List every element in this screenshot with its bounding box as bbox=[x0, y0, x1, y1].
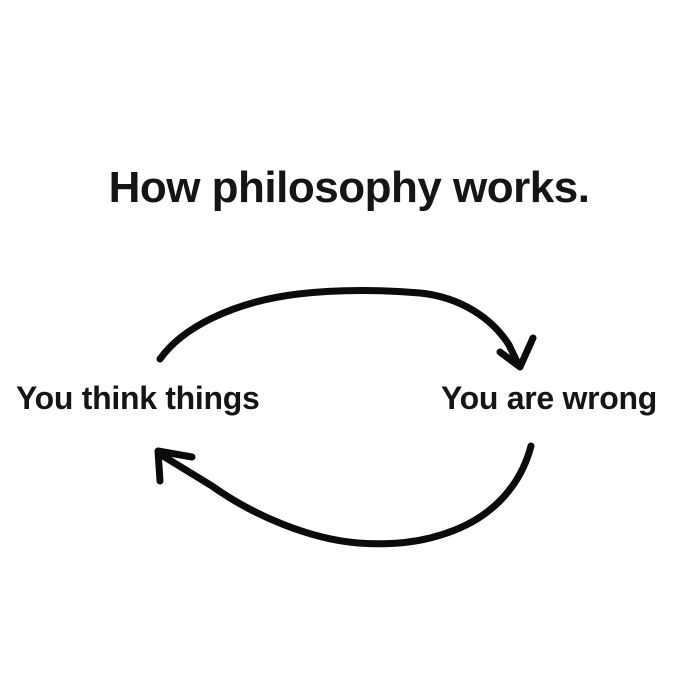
top-arrow bbox=[156, 287, 537, 371]
top-arrow-curve bbox=[156, 287, 523, 370]
bottom-arrow-head bbox=[154, 447, 196, 485]
page-title: How philosophy works. bbox=[108, 163, 590, 212]
cycle-node-label-wrong: You are wrong bbox=[441, 380, 657, 416]
bottom-arrow-curve bbox=[159, 442, 535, 548]
bottom-arrow bbox=[154, 442, 535, 548]
cycle-node-label-think: You think things bbox=[16, 380, 260, 416]
top-arrow-head bbox=[496, 334, 537, 371]
